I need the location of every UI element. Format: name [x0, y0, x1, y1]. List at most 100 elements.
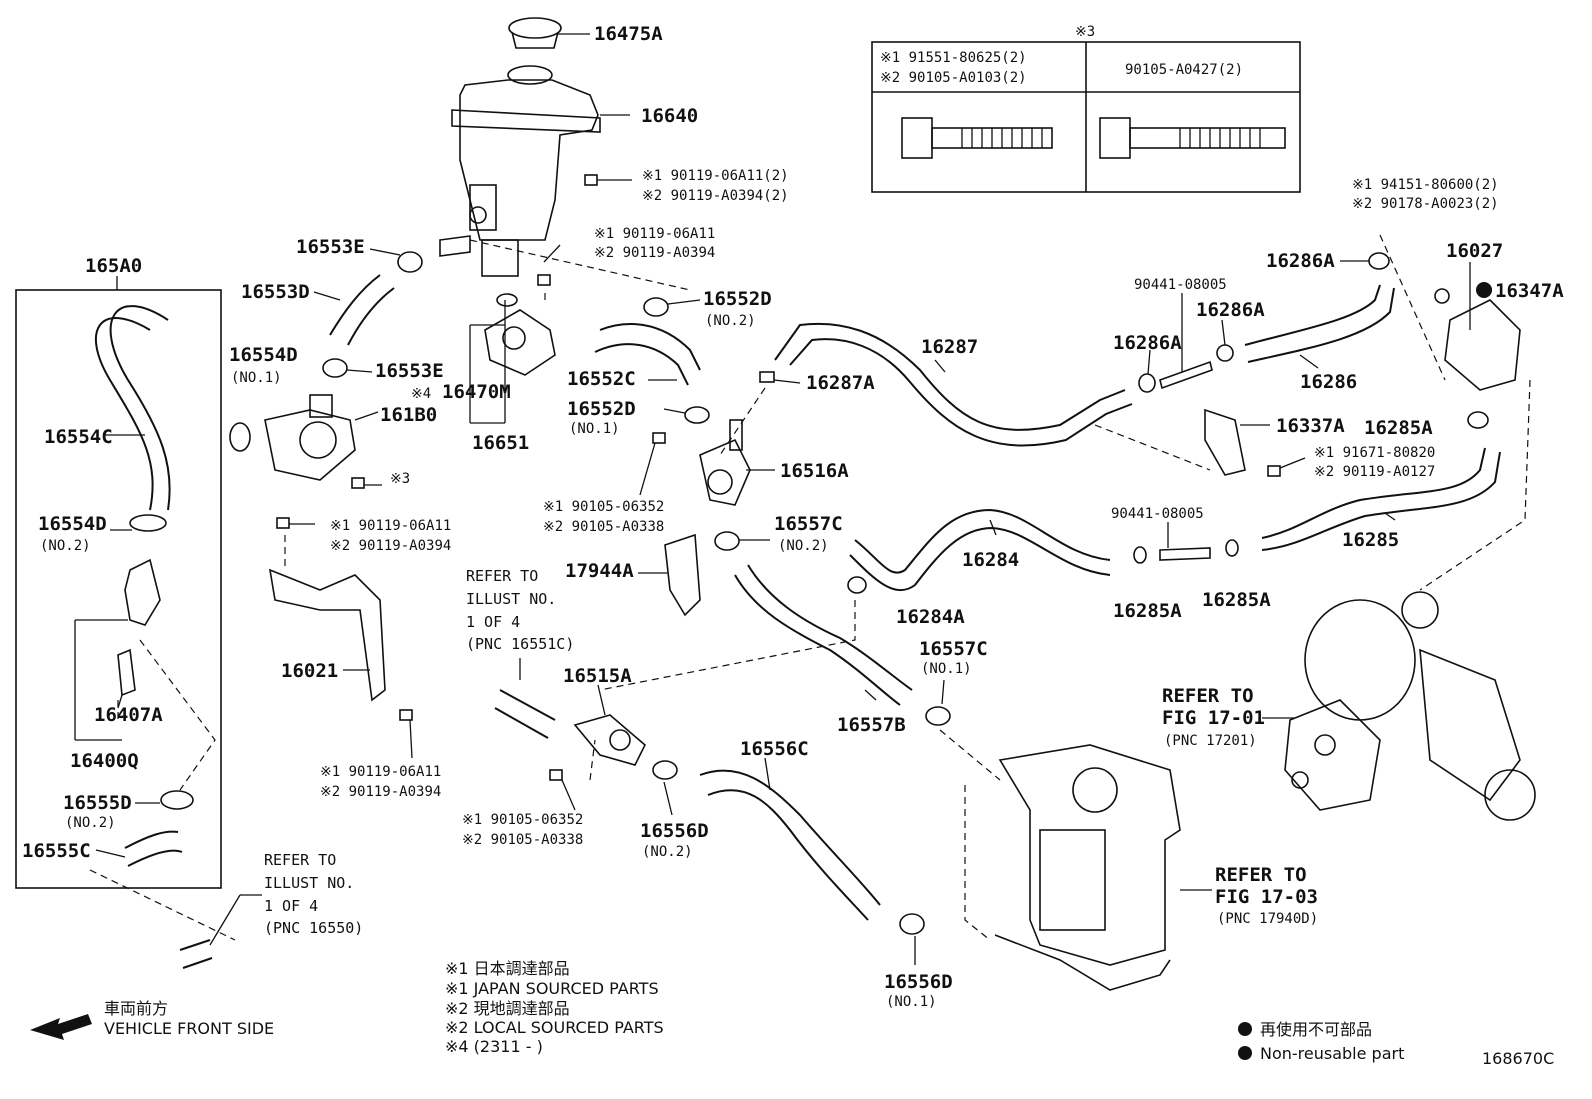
- bolt-ref-5-jp: ※1 90119-06A11: [320, 764, 441, 780]
- non-reusable-bullet-icon-2: [1238, 1046, 1252, 1060]
- hose-16552C-icon: [594, 323, 701, 386]
- label-16515A: 16515A: [563, 665, 632, 687]
- ref3-line1: REFER TO: [1162, 685, 1254, 707]
- intercooler-icon: [994, 744, 1212, 991]
- label-16556D-no2-note: (NO.2): [642, 844, 693, 860]
- turbocharger-icon: [1262, 591, 1536, 821]
- connection-lines: [89, 234, 1531, 941]
- ref2-line2: ILLUST NO.: [264, 874, 354, 892]
- bolt-ref-2-jp: ※1 90119-06A11: [594, 226, 715, 242]
- label-16554C: 16554C: [44, 426, 113, 448]
- ref3-line2: FIG 17-01: [1162, 707, 1265, 729]
- legend-note1-en: ※1 JAPAN SOURCED PARTS: [445, 979, 659, 998]
- bolt-ref-6-jp: ※1 90105-06352: [462, 812, 583, 828]
- subassembly-165A0-box: [15, 276, 222, 889]
- sensor-16337A-icon: [1204, 408, 1270, 476]
- non-reusable-bullet-icon: [1238, 1022, 1252, 1036]
- clip-16552D-no2-icon: [643, 297, 701, 317]
- label-16552D-no2-note: (NO.2): [705, 313, 756, 329]
- label-16287: 16287: [921, 336, 978, 358]
- label-16553E-lower: 16553E: [375, 360, 444, 382]
- label-16285A-a: 16285A: [1364, 417, 1433, 439]
- bolt-4-icon: [276, 517, 315, 529]
- label-16557C-no2: 16557C: [774, 513, 843, 535]
- bolt-ref-4-local: ※2 90119-A0394: [330, 538, 451, 554]
- label-16470M-note: ※4: [411, 386, 431, 402]
- label-16557C-no1: 16557C: [919, 638, 988, 660]
- label-16470M: 16470M: [442, 381, 511, 403]
- diagram-id: 168670C: [1482, 1049, 1554, 1068]
- water-pump-icon: [264, 394, 379, 481]
- clip-16556D-no1-icon: [899, 913, 925, 965]
- hose-16285-icon: [1261, 411, 1501, 551]
- hose-16551C-ref-icon: [494, 658, 556, 739]
- label-16286: 16286: [1300, 371, 1357, 393]
- label-16286A-c: 16286A: [1113, 332, 1182, 354]
- clip-16553E-upper-icon: [369, 248, 423, 273]
- ref1-line2: ILLUST NO.: [466, 590, 556, 608]
- clip-16554D-icon: [229, 422, 251, 452]
- part-labels: 16475A 16640 16553E 16553D 16553E 16554D…: [22, 23, 1564, 1068]
- bolt-ref-6-local: ※2 90105-A0338: [462, 832, 583, 848]
- ref1-line3: 1 OF 4: [466, 613, 520, 631]
- label-16556D-no1: 16556D: [884, 971, 953, 993]
- bolt-3-icon: [351, 477, 382, 489]
- ref2-line3: 1 OF 4: [264, 897, 318, 915]
- pipe-90441-lower-icon: [1133, 522, 1239, 564]
- bolt-8-icon: [1267, 457, 1306, 477]
- non-reusable-mark: [1476, 282, 1492, 298]
- label-mark3: ※3: [390, 471, 410, 487]
- bolt-ref-3-jp: ※1 90105-06352: [543, 499, 664, 515]
- bolt-ref-2-local: ※2 90119-A0394: [594, 245, 715, 261]
- ref4-line3: (PNC 17940D): [1217, 911, 1318, 927]
- legend-front-en: VEHICLE FRONT SIDE: [104, 1019, 274, 1038]
- label-16552C: 16552C: [567, 368, 636, 390]
- label-90441-lower: 90441-08005: [1111, 506, 1204, 522]
- bolt-1-icon: [584, 174, 632, 186]
- label-16285: 16285: [1342, 529, 1399, 551]
- label-16556D-no2: 16556D: [640, 820, 709, 842]
- label-16557C-no2-note: (NO.2): [778, 538, 829, 554]
- legend-front-jp: 車両前方: [104, 999, 168, 1018]
- clip-16552D-no1-icon: [663, 406, 710, 424]
- bolt-ref-8-jp: ※1 91671-80820: [1314, 445, 1435, 461]
- label-16552D-no1-note: (NO.1): [569, 421, 620, 437]
- label-16554D-no2: 16554D: [38, 513, 107, 535]
- valve-16516A-icon: [699, 419, 775, 506]
- vehicle-front-arrow-icon: [30, 1014, 92, 1040]
- label-16554D-no1-note: (NO.1): [231, 370, 282, 386]
- bolt-7-icon: [549, 769, 576, 811]
- label-16400Q: 16400Q: [70, 750, 139, 772]
- label-16287A: 16287A: [806, 372, 875, 394]
- ref2-line4: (PNC 16550): [264, 919, 363, 937]
- label-16555D-note: (NO.2): [65, 815, 116, 831]
- ref1-line1: REFER TO: [466, 567, 538, 585]
- refer-to-callouts: REFER TO ILLUST NO. 1 OF 4 (PNC 16551C) …: [264, 567, 1318, 937]
- label-16285A-c: 16285A: [1202, 589, 1271, 611]
- clip-16286A-icons: [1138, 252, 1390, 393]
- label-16285A-b: 16285A: [1113, 600, 1182, 622]
- reservoir-cap-icon: [508, 17, 590, 49]
- label-16555D: 16555D: [63, 792, 132, 814]
- label-17944A: 17944A: [565, 560, 634, 582]
- label-16337A: 16337A: [1276, 415, 1345, 437]
- legend-note1-jp: ※1 日本調達部品: [445, 959, 570, 978]
- label-16554D-no2-note: (NO.2): [40, 538, 91, 554]
- legend-note4: ※4 (2311 - ): [445, 1037, 543, 1056]
- label-16556C: 16556C: [740, 738, 809, 760]
- label-16407A: 16407A: [94, 704, 163, 726]
- ref2-line1: REFER TO: [264, 851, 336, 869]
- clip-16556D-no2-icon: [652, 760, 678, 816]
- label-161B0: 161B0: [380, 404, 437, 426]
- bolt-ref-3-local: ※2 90105-A0338: [543, 519, 664, 535]
- hose-16556C-icon: [699, 757, 881, 921]
- bolt-spec-table: ※3 ※1 91551-80625(2) ※2 90105-A0103(2) 9…: [871, 24, 1301, 193]
- bolt-short-icon: [901, 117, 1053, 159]
- hose-16553D-icon: [313, 274, 395, 346]
- label-16553D: 16553D: [241, 281, 310, 303]
- clip-16557C-no1-icon: [925, 679, 951, 726]
- label-90441-upper: 90441-08005: [1134, 277, 1227, 293]
- label-16552D-no2: 16552D: [703, 288, 772, 310]
- valve-16515A-icon: [573, 684, 646, 766]
- bolt-6-icon: [639, 432, 666, 496]
